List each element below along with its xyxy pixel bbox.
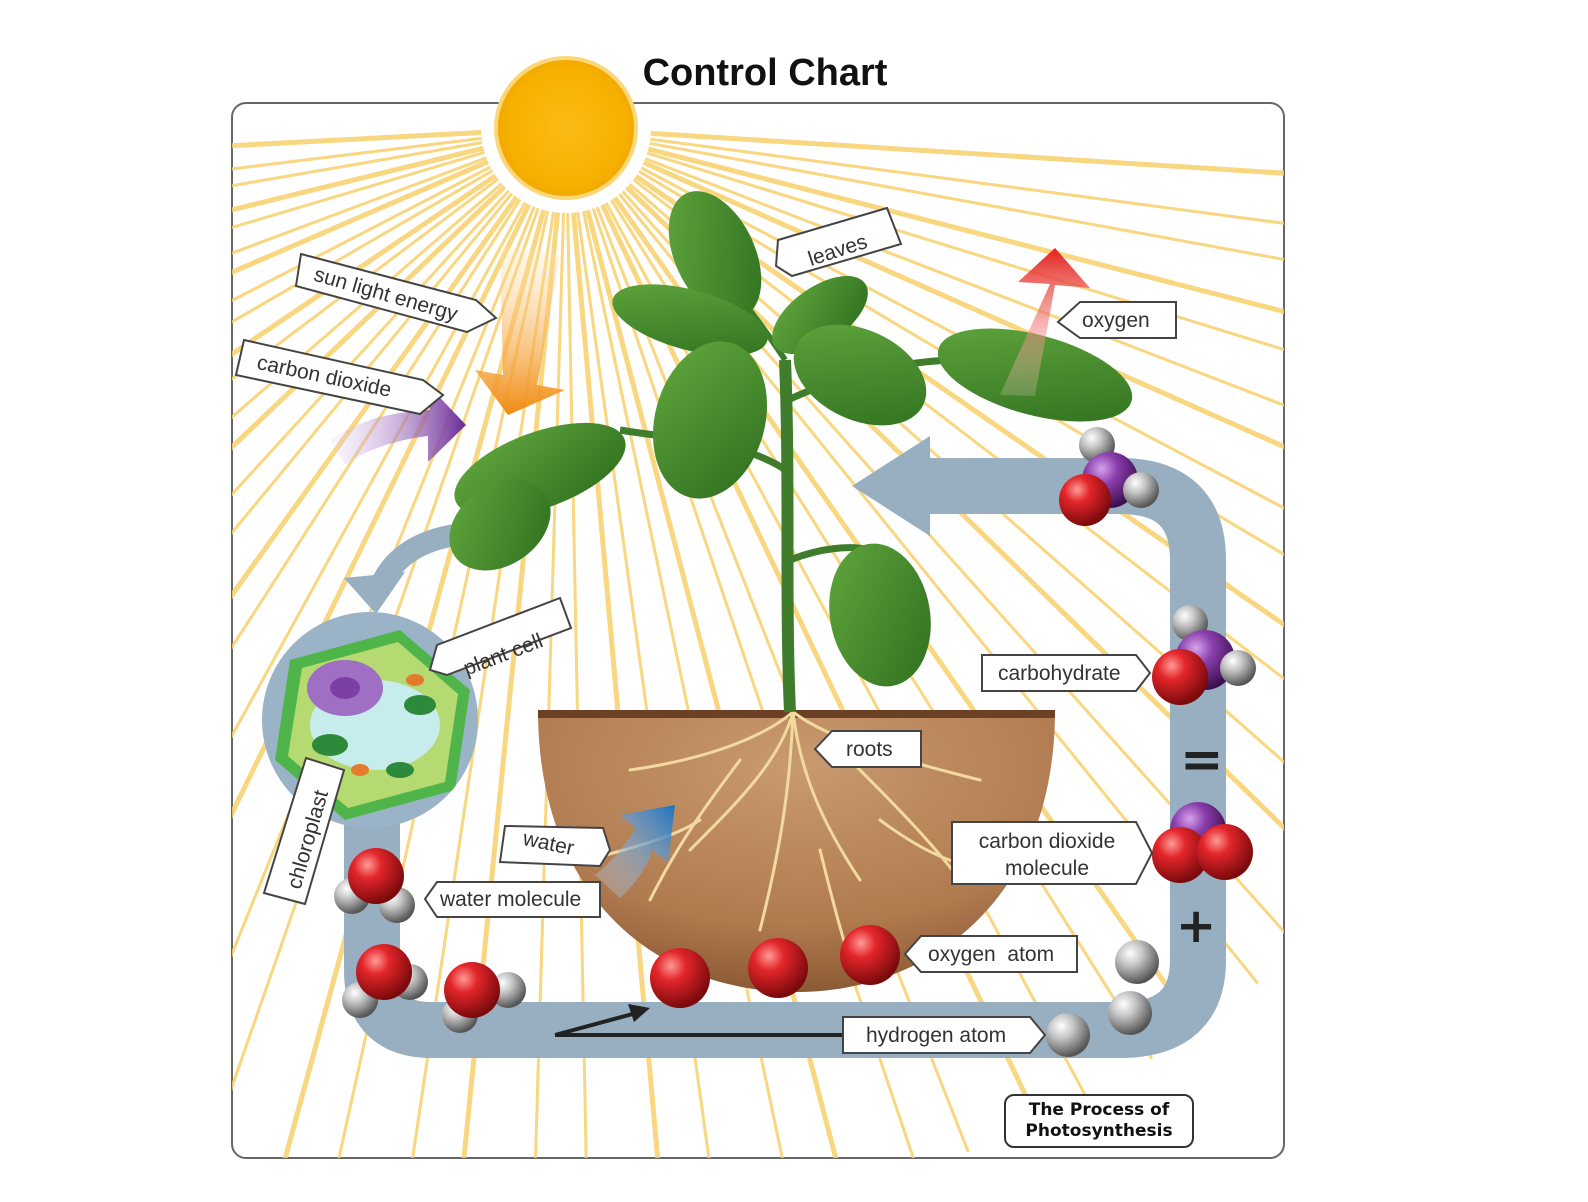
sun-ray — [232, 195, 519, 1025]
hydrogen-atom-icon — [1108, 991, 1152, 1035]
water-arrow-icon — [595, 805, 675, 898]
label-co2-molecule: carbon dioxide molecule — [978, 830, 1116, 880]
sun-ray — [644, 157, 1284, 526]
page-title: Control Chart — [642, 52, 888, 94]
sun-ray — [232, 136, 482, 264]
label-oxygen-atom: oxygen atom — [928, 943, 1055, 966]
molecules — [334, 427, 1256, 1057]
sun-ray — [232, 198, 522, 1054]
sun-ray — [232, 145, 485, 393]
oxygen-atom-icon — [1059, 474, 1111, 526]
cycle-arrowhead — [852, 436, 930, 536]
oxygen-arrow-icon — [1000, 248, 1090, 396]
caption-line-1: The Process of — [1028, 1100, 1170, 1120]
oxygen-atom-icon — [748, 938, 808, 998]
cycle-arrow — [344, 458, 1226, 1058]
sun-icon — [494, 56, 638, 200]
sun-ray — [232, 150, 485, 444]
sun-ray — [232, 189, 510, 942]
label-carbohydrate: carbohydrate — [998, 662, 1121, 685]
sun-ray — [232, 169, 494, 682]
label-hydrogen-atom: hydrogen atom — [866, 1024, 1007, 1047]
caption-line-2: Photosynthesis — [1025, 1121, 1173, 1141]
label-tags — [234, 206, 1177, 1054]
sun-ray — [649, 141, 1284, 328]
equals-sign: = — [1180, 730, 1224, 790]
flow-arrowhead — [628, 1004, 650, 1022]
cell-pointer-arrowhead — [344, 572, 405, 614]
hydrogen-atom-icon — [1115, 940, 1159, 984]
oxygen-atom-icon — [840, 925, 900, 985]
sun-ray — [232, 129, 482, 189]
plus-sign: + — [1176, 898, 1217, 954]
sun-ray — [650, 137, 1284, 275]
soil — [538, 710, 1055, 993]
sun-ray — [232, 165, 492, 635]
sun-ray — [647, 146, 1284, 403]
label-water-molecule: water molecule — [440, 888, 582, 911]
hydrogen-atom-icon — [1046, 1013, 1090, 1057]
oxygen-atom-icon — [356, 944, 412, 1000]
oxygen-atom-icon — [1197, 824, 1253, 880]
sun-ray — [232, 159, 489, 567]
label-roots: roots — [846, 738, 893, 761]
sun-ray — [232, 192, 514, 978]
sunlight-arrow-icon — [475, 245, 565, 415]
oxygen-atom-icon — [348, 848, 404, 904]
oxygen-atom-icon — [1152, 827, 1208, 883]
sun-ray — [232, 140, 483, 317]
flow-arrow — [554, 1010, 845, 1037]
sun-ray — [595, 206, 970, 1153]
oxygen-atom-icon — [1152, 649, 1208, 705]
caption-box: The Process of Photosynthesis — [1004, 1094, 1194, 1148]
sun-ray — [232, 201, 527, 1093]
sun-ray — [232, 156, 487, 516]
hydrogen-atom-icon — [490, 972, 526, 1008]
label-oxygen: oxygen — [1082, 309, 1150, 332]
hydrogen-atom-icon — [1123, 472, 1159, 508]
sun-ray — [650, 130, 1284, 200]
oxygen-atom-icon — [444, 962, 500, 1018]
hydrogen-atom-icon — [1220, 650, 1256, 686]
oxygen-atom-icon — [650, 948, 710, 1008]
